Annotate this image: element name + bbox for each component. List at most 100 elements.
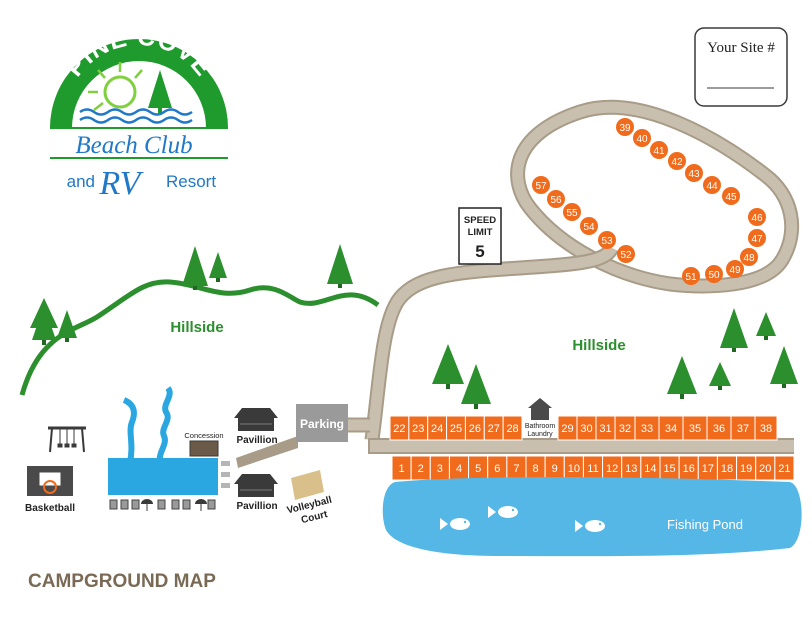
rv-site-55[interactable]: 55 (563, 203, 581, 221)
rv-site-marker[interactable] (740, 248, 758, 266)
connector-road (366, 244, 617, 441)
rv-site-box[interactable] (502, 415, 523, 441)
rv-site-41[interactable]: 41 (650, 141, 668, 159)
parking-label: Parking (300, 417, 344, 431)
rv-site-40[interactable]: 40 (633, 129, 651, 147)
rv-site-marker[interactable] (563, 203, 581, 221)
rv-site-marker[interactable] (598, 231, 616, 249)
fish-icon (575, 520, 605, 532)
rv-site-marker[interactable] (650, 141, 668, 159)
parking-lot[interactable]: Parking (296, 404, 348, 442)
rv-site-39[interactable]: 39 (616, 118, 634, 136)
rv-site-29[interactable]: 29 (557, 415, 578, 441)
rv-site-54[interactable]: 54 (580, 217, 598, 235)
rv-site-box[interactable] (754, 415, 778, 441)
rv-site-23[interactable]: 23 (408, 415, 429, 441)
rv-site-34[interactable]: 34 (658, 415, 684, 441)
rv-site-49[interactable]: 49 (726, 260, 744, 278)
trees (30, 244, 798, 409)
rv-site-box[interactable] (730, 415, 756, 441)
rv-site-45[interactable]: 45 (722, 187, 740, 205)
rv-site-26[interactable]: 26 (464, 415, 485, 441)
rv-site-marker[interactable] (617, 245, 635, 263)
rv-site-56[interactable]: 56 (547, 190, 565, 208)
rv-site-33[interactable]: 33 (634, 415, 660, 441)
rv-site-2[interactable]: 2 (410, 455, 431, 481)
rv-site-5[interactable]: 5 (468, 455, 489, 481)
water-slide-1 (122, 397, 137, 463)
rv-site-53[interactable]: 53 (598, 231, 616, 249)
rv-site-13[interactable]: 13 (621, 455, 642, 481)
rv-site-marker[interactable] (685, 164, 703, 182)
rv-site-36[interactable]: 36 (706, 415, 732, 441)
rv-site-15[interactable]: 15 (659, 455, 680, 481)
rv-site-marker[interactable] (722, 187, 740, 205)
rv-site-marker[interactable] (633, 129, 651, 147)
rv-site-number: 19 (740, 463, 752, 475)
rv-site-51[interactable]: 51 (682, 267, 700, 285)
rv-site-number: 16 (683, 463, 695, 475)
rv-site-marker[interactable] (748, 208, 766, 226)
rv-site-number: 22 (393, 423, 405, 435)
rv-site-42[interactable]: 42 (668, 152, 686, 170)
rv-site-21[interactable]: 21 (774, 455, 795, 481)
rv-site-16[interactable]: 16 (678, 455, 699, 481)
rv-site-32[interactable]: 32 (614, 415, 636, 441)
rv-site-57[interactable]: 57 (532, 176, 550, 194)
rv-site-9[interactable]: 9 (544, 455, 565, 481)
rv-site-box[interactable] (774, 455, 795, 481)
rv-site-46[interactable]: 46 (748, 208, 766, 226)
rv-site-47[interactable]: 47 (748, 229, 766, 247)
rv-site-20[interactable]: 20 (755, 455, 776, 481)
rv-site-18[interactable]: 18 (716, 455, 738, 481)
rv-site-marker[interactable] (748, 229, 766, 247)
rv-site-number: 2 (418, 463, 424, 475)
rv-site-number: 40 (636, 134, 648, 145)
rv-site-48[interactable]: 48 (740, 248, 758, 266)
volleyball-court: Volleyball Court (286, 470, 333, 526)
rv-site-17[interactable]: 17 (697, 455, 718, 481)
rv-site-30[interactable]: 30 (576, 415, 597, 441)
rv-site-box[interactable] (706, 415, 732, 441)
rv-site-19[interactable]: 19 (736, 455, 757, 481)
rv-site-24[interactable]: 24 (427, 415, 448, 441)
rv-site-38[interactable]: 38 (754, 415, 778, 441)
rv-site-10[interactable]: 10 (563, 455, 584, 481)
rv-site-marker[interactable] (547, 190, 565, 208)
rv-site-marker[interactable] (580, 217, 598, 235)
rv-site-43[interactable]: 43 (685, 164, 703, 182)
rv-site-27[interactable]: 27 (483, 415, 504, 441)
rv-site-4[interactable]: 4 (448, 455, 470, 481)
rv-site-22[interactable]: 22 (389, 415, 410, 441)
rv-site-35[interactable]: 35 (682, 415, 708, 441)
rv-site-1[interactable]: 1 (391, 455, 412, 481)
rv-site-marker[interactable] (616, 118, 634, 136)
rv-site-6[interactable]: 6 (487, 455, 508, 481)
rv-site-28[interactable]: 28 (502, 415, 523, 441)
logo-and: and (67, 172, 95, 191)
rv-site-37[interactable]: 37 (730, 415, 756, 441)
rv-site-marker[interactable] (682, 267, 700, 285)
rv-site-8[interactable]: 8 (525, 455, 546, 481)
rv-site-12[interactable]: 12 (602, 455, 623, 481)
rv-site-number: 39 (619, 123, 631, 134)
rv-site-11[interactable]: 11 (582, 455, 604, 481)
rv-site-52[interactable]: 52 (617, 245, 635, 263)
rv-site-31[interactable]: 31 (595, 415, 616, 441)
rv-site-marker[interactable] (532, 176, 550, 194)
your-site-box[interactable]: Your Site # (694, 27, 788, 107)
rv-site-number: 33 (641, 423, 653, 435)
rv-site-marker[interactable] (705, 265, 723, 283)
rv-site-25[interactable]: 25 (446, 415, 466, 441)
rv-site-44[interactable]: 44 (703, 176, 721, 194)
rv-site-marker[interactable] (703, 176, 721, 194)
rv-site-50[interactable]: 50 (705, 265, 723, 283)
rv-site-7[interactable]: 7 (506, 455, 527, 481)
rv-site-marker[interactable] (668, 152, 686, 170)
rv-site-3[interactable]: 3 (429, 455, 450, 481)
rv-site-box[interactable] (658, 415, 684, 441)
rv-site-14[interactable]: 14 (640, 455, 661, 481)
rv-site-box[interactable] (634, 415, 660, 441)
rv-site-marker[interactable] (726, 260, 744, 278)
